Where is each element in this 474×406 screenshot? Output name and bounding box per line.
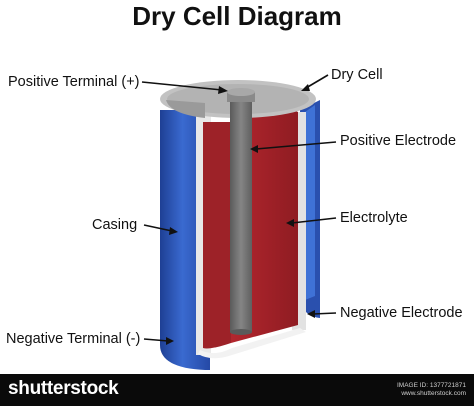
- image-id-text: IMAGE ID: 1377721871 www.shutterstock.co…: [397, 382, 466, 398]
- label-electrolyte: Electrolyte: [340, 210, 408, 226]
- brand-logo-text: shutterstock: [8, 378, 119, 399]
- arrow-positive-terminal: [141, 81, 228, 94]
- diagram-title: Dry Cell Diagram: [132, 1, 342, 31]
- arrow-negative-electrode: [307, 310, 337, 318]
- arrow-dry-cell: [301, 74, 329, 91]
- label-arrows: [141, 74, 337, 345]
- arrow-electrolyte: [286, 217, 337, 227]
- label-positive-electrode: Positive Electrode: [340, 133, 457, 149]
- label-dry-cell: Dry Cell: [331, 67, 383, 83]
- positive-electrode-rod: [227, 88, 255, 335]
- label-negative-electrode: Negative Electrode: [340, 305, 463, 321]
- label-casing: Casing: [92, 217, 138, 233]
- arrow-negative-terminal: [143, 337, 174, 345]
- image-id-label: IMAGE ID: 1377721871: [396, 382, 466, 389]
- arrow-casing: [143, 224, 178, 235]
- stock-footer-bar: shutterstock IMAGE ID: 1377721871 www.sh…: [0, 374, 474, 406]
- label-positive-terminal: Positive Terminal (+): [8, 74, 140, 90]
- site-url: www.shutterstock.com: [401, 390, 466, 397]
- label-negative-terminal: Negative Terminal (-): [6, 331, 141, 347]
- arrow-positive-electrode: [250, 141, 337, 153]
